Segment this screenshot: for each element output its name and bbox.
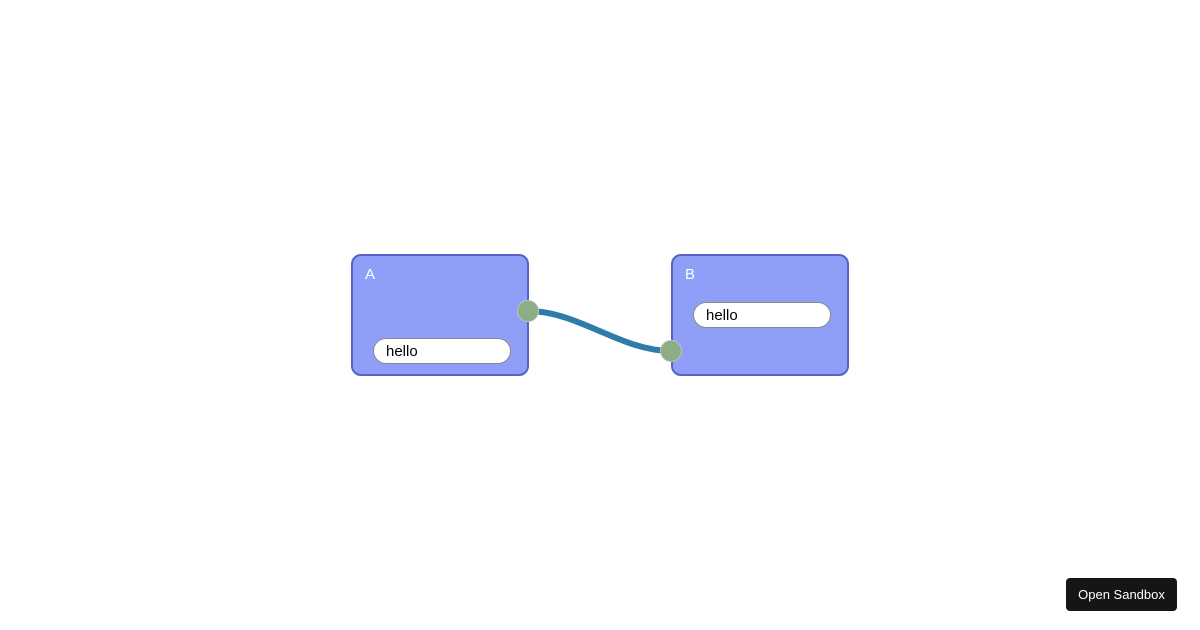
- node-a-label: A: [365, 266, 376, 283]
- node-a-text-input[interactable]: [373, 338, 511, 364]
- node-a[interactable]: A: [351, 254, 529, 376]
- node-b-text-input[interactable]: [693, 302, 831, 328]
- node-b-target-handle[interactable]: [660, 340, 682, 362]
- node-b[interactable]: B: [671, 254, 849, 376]
- node-a-source-handle[interactable]: [517, 300, 539, 322]
- edge-a-to-b[interactable]: [525, 308, 674, 354]
- node-b-label: B: [685, 266, 696, 283]
- open-sandbox-button[interactable]: Open Sandbox: [1066, 578, 1177, 611]
